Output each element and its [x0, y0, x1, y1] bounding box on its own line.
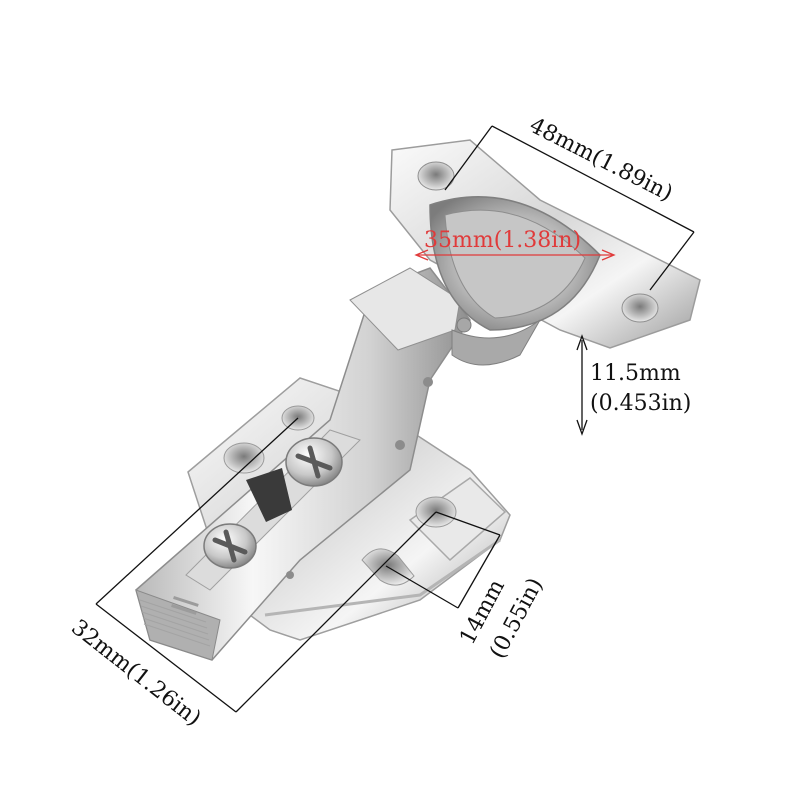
depth-mm-label: 11.5mm — [590, 361, 681, 386]
depth-in-label: (0.453in) — [590, 391, 691, 416]
cup-diameter-label: 35mm(1.38in) — [424, 228, 581, 253]
dimension-lines — [95, 125, 695, 713]
plate-hole — [223, 442, 265, 474]
width-dimension-label: 48mm(1.89in) — [525, 113, 676, 207]
cup-hole — [621, 293, 659, 323]
arm-slot — [246, 468, 292, 522]
phillips-screw-icon — [285, 437, 343, 487]
cup-hole — [417, 161, 455, 191]
phillips-screw-icon — [203, 523, 257, 569]
hinge-cup-plate — [389, 139, 701, 366]
